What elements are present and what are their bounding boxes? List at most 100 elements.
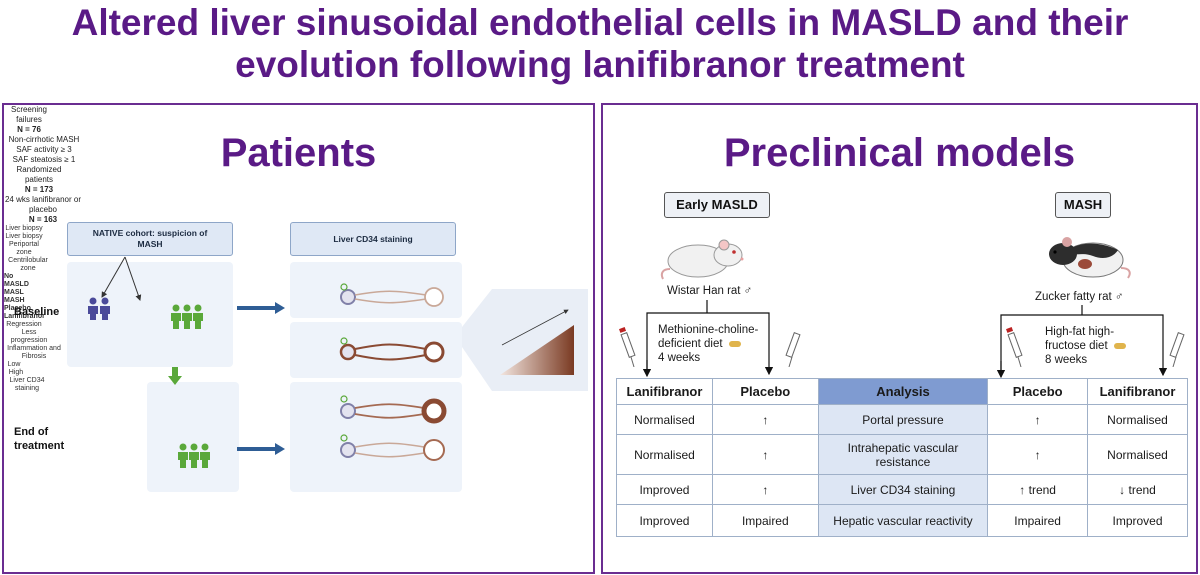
- syringe-icon: [1169, 332, 1185, 367]
- main-title: Altered liver sinusoidal endothelial cel…: [0, 2, 1200, 86]
- screening-label: Screening failures: [10, 105, 48, 124]
- cd34-header-label: Liver CD34 staining: [333, 233, 413, 244]
- table-row: Improved ↑ Liver CD34 staining ↑ trend ↓…: [616, 474, 1188, 505]
- table-cell-analysis: Liver CD34 staining: [817, 474, 989, 505]
- less-progression-label: Less progression: [10, 329, 48, 344]
- diet-right-line-2: fructose diet: [1045, 339, 1126, 353]
- biopsy-arrow-icon: [237, 443, 285, 455]
- table-row: Improved Impaired Hepatic vascular react…: [616, 504, 1188, 537]
- diet-left-line-3: 4 weeks: [658, 352, 701, 364]
- wistar-label: Wistar Han rat ♂: [667, 285, 753, 297]
- criteria-3: SAF steatosis ≥ 1: [12, 155, 76, 164]
- vessel-icon: [339, 337, 445, 363]
- table-cell-analysis: Portal pressure: [817, 404, 989, 435]
- table-cell: ↓ trend: [1087, 474, 1188, 505]
- table-cell: Normalised: [1087, 404, 1188, 435]
- criteria-2: SAF activity ≥ 3: [16, 145, 72, 154]
- vessel-icon: [340, 283, 444, 307]
- table-cell: Improved: [1087, 504, 1188, 537]
- no-masld-label: No MASLD: [4, 273, 29, 288]
- native-cohort-label: NATIVE cohort: suspicion of MASH: [92, 228, 208, 249]
- syringe-icon: [785, 332, 801, 367]
- screening-n: N = 76: [17, 125, 41, 134]
- table-cell: ↑: [711, 404, 819, 435]
- diet-right-line-3: 8 weeks: [1045, 354, 1088, 366]
- title-line-2: evolution following lanifibranor treatme…: [235, 44, 965, 85]
- table-row: Normalised ↑ Intrahepatic vascular resis…: [616, 434, 1188, 475]
- biopsy-arrow-icon: [237, 302, 285, 314]
- rat-icon: [1049, 237, 1131, 279]
- table-cell: ↑ trend: [987, 474, 1089, 505]
- results-header-row: Lanifibranor Placebo Analysis Placebo La…: [616, 378, 1188, 405]
- masl-mash-label: MASL MASH: [4, 289, 25, 304]
- high-label: High: [8, 369, 24, 376]
- mash-tag: MASH: [1055, 192, 1111, 218]
- criteria-1: Non-cirrhotic MASH: [8, 135, 80, 144]
- table-cell: ↑: [987, 404, 1089, 435]
- randomized-n: N = 173: [24, 185, 54, 194]
- biopsy-label-2: Liver biopsy: [5, 233, 43, 240]
- native-cohort-box: NATIVE cohort: suspicion of MASH: [67, 222, 233, 256]
- vessel-icon: [340, 434, 445, 461]
- treatment-flow-box: [147, 382, 239, 492]
- gradient-triangle-icon: [462, 289, 588, 391]
- table-cell: Impaired: [987, 504, 1089, 537]
- header-placebo-left: Placebo: [711, 378, 819, 405]
- cohort-branch-arrows: [101, 256, 142, 301]
- table-cell-analysis: Hepatic vascular reactivity: [817, 504, 989, 537]
- low-label: Low: [7, 361, 21, 368]
- header-lanifibranor-right: Lanifibranor: [1087, 378, 1188, 405]
- results-table: Lanifibranor Placebo Analysis Placebo La…: [616, 378, 1188, 537]
- title-line-1: Altered liver sinusoidal endothelial cel…: [71, 2, 1129, 43]
- patients-panel: Patients NATIVE cohort: suspicion of MAS…: [2, 103, 595, 574]
- vessel-icon: [340, 395, 447, 424]
- table-cell: Normalised: [1087, 434, 1188, 475]
- centrilobular-label: Centrilobular zone: [8, 257, 48, 272]
- pill-icon: [728, 340, 741, 347]
- table-cell: Improved: [616, 474, 713, 505]
- preclinical-panel: Preclinical models Early MASLD MASH Wist…: [601, 103, 1198, 574]
- table-cell: ↑: [987, 434, 1089, 475]
- header-lanifibranor-left: Lanifibranor: [616, 378, 713, 405]
- cd34-scale-label: Liver CD34 staining: [9, 377, 45, 392]
- rat-icon: [660, 239, 744, 280]
- table-cell: Improved: [616, 504, 713, 537]
- inflammation-label: Inflammation and Fibrosis: [7, 345, 61, 360]
- people-icon: [171, 304, 203, 329]
- diet-right-line-1: High-fat high-: [1045, 326, 1115, 338]
- syringe-icon: [1006, 327, 1023, 367]
- syringe-icon: [619, 327, 636, 367]
- table-cell: Normalised: [616, 434, 713, 475]
- header-analysis: Analysis: [817, 378, 989, 405]
- green-down-arrow-icon: [168, 367, 182, 385]
- preclinical-heading: Preclinical models: [723, 131, 1076, 175]
- table-cell: ↑: [711, 474, 819, 505]
- diet-bracket-right: [996, 305, 1168, 379]
- table-cell-analysis: Intrahepatic vascular resistance: [817, 434, 989, 475]
- lanifibranor-label: Lanifibranor: [4, 313, 45, 320]
- diet-left: Methionine-choline- deficient diet 4 wee…: [658, 323, 758, 365]
- diet-left-line-1: Methionine-choline-: [658, 324, 759, 336]
- table-cell: Impaired: [711, 504, 819, 537]
- zucker-label: Zucker fatty rat ♂: [1035, 291, 1124, 303]
- biopsy-label-1: Liver biopsy: [5, 225, 43, 232]
- treatment-label: 24 wks lanifibranor or placebo: [4, 195, 82, 214]
- end-of-treatment-label: End of treatment: [14, 426, 65, 452]
- table-row: Normalised ↑ Portal pressure ↑ Normalise…: [616, 404, 1188, 435]
- early-masld-tag: Early MASLD: [664, 192, 770, 218]
- patients-heading: Patients: [220, 131, 377, 175]
- placebo-label: Placebo: [4, 305, 31, 312]
- baseline-label: Baseline: [14, 306, 60, 318]
- diet-left-line-2: deficient diet: [658, 337, 758, 351]
- diet-right: High-fat high- fructose diet 8 weeks: [1045, 325, 1126, 367]
- diet-bracket-left: [642, 300, 774, 378]
- cd34-header-box: Liver CD34 staining: [290, 222, 456, 256]
- table-cell: Normalised: [616, 404, 713, 435]
- periportal-label: Periportal zone: [9, 241, 39, 256]
- people-icon: [178, 443, 210, 468]
- people-icon: [88, 297, 110, 320]
- regression-label: Regression: [6, 321, 42, 328]
- pill-icon: [1113, 342, 1126, 349]
- treatment-n: N = 163: [28, 215, 58, 224]
- criteria-list: Non-cirrhotic MASH SAF activity ≥ 3 SAF …: [4, 135, 84, 165]
